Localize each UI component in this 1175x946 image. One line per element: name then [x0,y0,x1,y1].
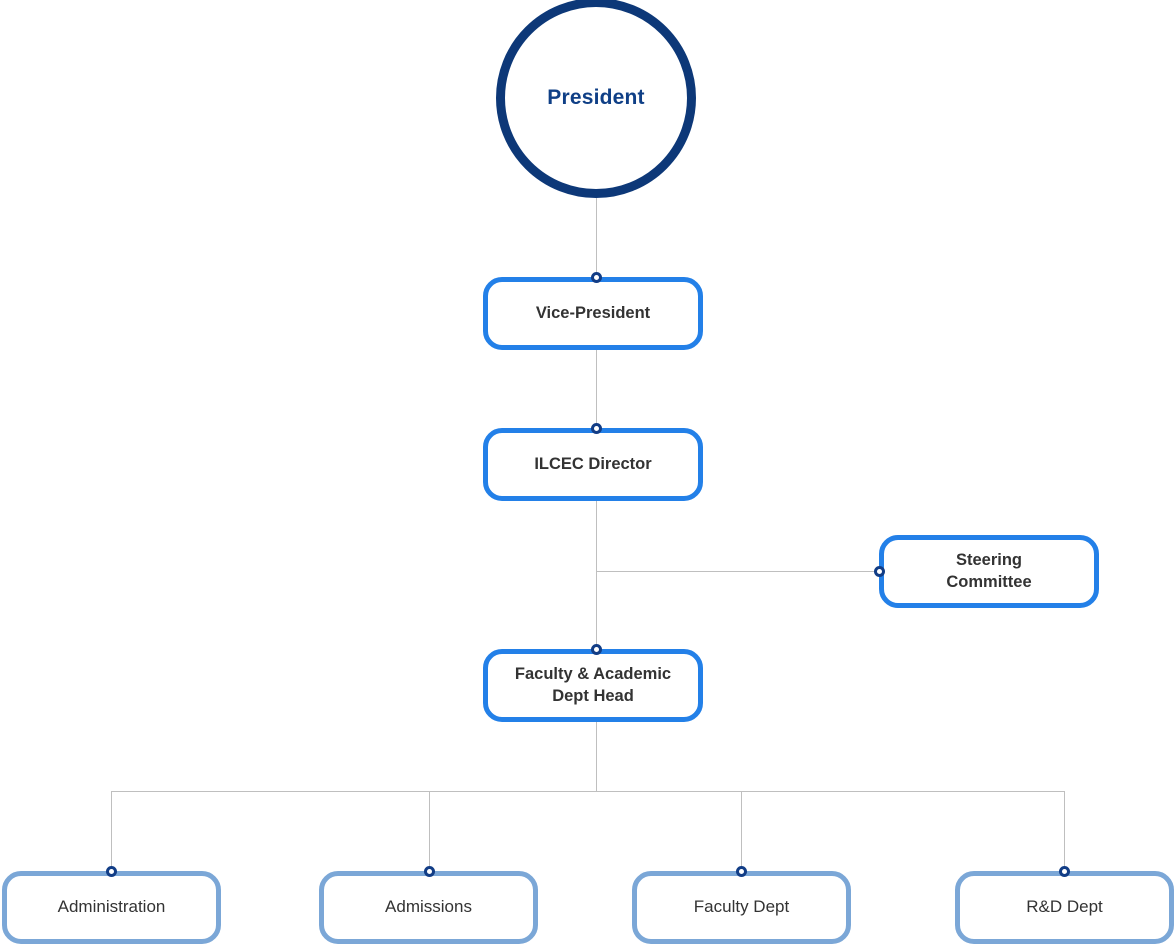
connector-dot-steering-committee [873,565,885,577]
node-steering-committee-label: Steering Committee [936,550,1041,593]
connector-faculty-head-trunk [596,722,597,792]
connector-dot-ilcec-director [590,422,602,434]
node-president[interactable]: President [496,0,696,198]
connector-dot-faculty-dept [735,865,747,877]
connector-dot-admissions [423,865,435,877]
connector-dot-faculty-head [590,643,602,655]
connector-bus-to-administration [111,791,112,871]
connector-ilcec-director-trunk [596,500,597,652]
connector-bus-to-faculty-dept [741,791,742,871]
node-administration-label: Administration [57,897,166,917]
connector-dot-rd-dept [1058,865,1070,877]
connector-department-bus [111,791,1065,792]
node-rd-dept[interactable]: R&D Dept [955,871,1174,944]
connector-vice-president-to-ilcec-director [596,350,597,432]
node-faculty-academic-dept-head[interactable]: Faculty & Academic Dept Head [483,649,703,722]
node-faculty-academic-dept-head-label-line1: Faculty & Academic [514,665,672,684]
node-admissions[interactable]: Admissions [319,871,538,944]
node-admissions-label: Admissions [385,897,472,917]
node-administration[interactable]: Administration [2,871,221,944]
node-steering-committee-label-line2: Committee [946,572,1032,591]
connector-ilcec-director-to-steering-committee [596,571,881,572]
connector-bus-to-rd-dept [1064,791,1065,871]
node-ilcec-director-label: ILCEC Director [534,454,652,473]
node-ilcec-director[interactable]: ILCEC Director [483,428,703,501]
node-faculty-academic-dept-head-label-line2: Dept Head [552,686,634,705]
node-rd-dept-label: R&D Dept [1026,897,1103,917]
node-faculty-academic-dept-head-label: Faculty & Academic Dept Head [505,664,681,707]
connector-bus-to-admissions [429,791,430,871]
node-steering-committee[interactable]: Steering Committee [879,535,1099,608]
node-faculty-dept-label: Faculty Dept [693,897,790,917]
node-president-label: President [547,86,645,109]
connector-dot-administration [105,865,117,877]
connector-president-to-vice-president [596,197,597,281]
node-vice-president[interactable]: Vice-President [483,277,703,350]
node-steering-committee-label-line1: Steering [955,551,1022,570]
node-faculty-dept[interactable]: Faculty Dept [632,871,851,944]
node-vice-president-label: Vice-President [535,303,651,322]
connector-dot-vice-president [590,271,602,283]
